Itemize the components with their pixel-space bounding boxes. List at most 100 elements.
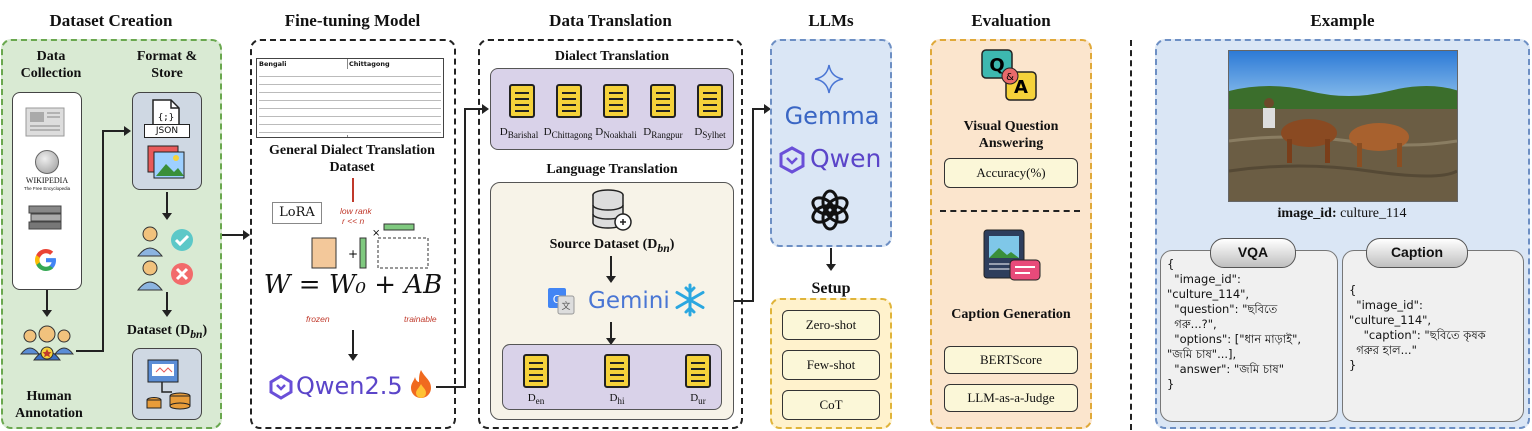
arrow-down xyxy=(166,292,168,312)
qwen-label: Qwen xyxy=(810,144,882,173)
json-label: JSON xyxy=(144,124,190,138)
svg-text:+: + xyxy=(348,247,358,261)
example-title: Example xyxy=(1310,11,1375,30)
caption-eval-title: Caption Generation xyxy=(951,307,1071,322)
arrow-down xyxy=(830,248,832,266)
language-label-ur: Dur xyxy=(690,392,706,407)
caption-image-icon xyxy=(980,226,1044,288)
general-dataset-title: General Dialect Translation Dataset xyxy=(269,143,435,175)
dialect-label-chittagong: DChittagong xyxy=(543,126,593,141)
matrix-diagram: + × xyxy=(308,218,442,274)
vqa-header: VQA xyxy=(1210,238,1296,268)
setup-few-shot: Few-shot xyxy=(782,350,880,380)
section-divider xyxy=(1130,40,1132,430)
newspaper-icon xyxy=(22,104,70,140)
low-rank-annotation: low rank xyxy=(340,206,372,216)
arrowhead xyxy=(764,104,771,114)
image-id-line: image_id: culture_114 xyxy=(1228,206,1456,222)
dialect-doc-icon xyxy=(553,84,582,123)
wikipedia-logo-text: WIKIPEDIA xyxy=(25,176,69,185)
connector-line xyxy=(436,386,466,388)
connector-line xyxy=(752,108,764,110)
frozen-annotation: frozen xyxy=(306,314,330,324)
wikipedia-tagline: The Free Encyclopedia xyxy=(23,186,71,191)
language-doc-icon xyxy=(682,354,711,393)
caption-header: Caption xyxy=(1366,238,1468,268)
svg-text:×: × xyxy=(372,228,380,239)
arrowhead xyxy=(162,310,172,317)
format-store-label: Format & Store xyxy=(136,49,198,81)
image-id-key: image_id: xyxy=(1277,206,1337,221)
snowflake-icon xyxy=(672,282,708,318)
table-rows xyxy=(259,69,441,135)
reviewer-reject-icon xyxy=(134,258,202,292)
svg-text:&: & xyxy=(1006,72,1014,83)
dialect-translation-title: Dialect Translation xyxy=(554,49,670,64)
llm-judge-metric: LLM-as-a-Judge xyxy=(944,384,1078,412)
language-doc-icon xyxy=(601,354,630,393)
caption-json-box: { "image_id": "culture_114", "caption": … xyxy=(1342,250,1524,422)
reviewer-approve-icon xyxy=(134,224,202,258)
data-collection-label: Data Collection xyxy=(20,49,82,81)
table-header-chittagong: Chittagong xyxy=(349,60,390,68)
books-icon xyxy=(27,204,65,232)
arrowhead xyxy=(162,213,172,220)
language-translation-title: Language Translation xyxy=(546,162,678,177)
database-transfer-icon xyxy=(142,356,194,412)
wikipedia-globe-icon xyxy=(35,150,59,174)
arrow-down xyxy=(610,256,612,278)
qwen-llm-icon xyxy=(778,146,806,174)
vqa-accuracy-metric: Accuracy(%) xyxy=(944,158,1078,188)
dialect-doc-icon xyxy=(506,84,535,123)
llms-title: LLMs xyxy=(808,11,854,30)
fire-icon xyxy=(410,368,432,400)
dataset-creation-title: Dataset Creation xyxy=(49,11,173,30)
vqa-eval-title: Visual Question Answering xyxy=(963,119,1059,151)
translation-title: Data Translation xyxy=(549,11,672,30)
trainable-annotation: trainable xyxy=(404,314,437,324)
eval-divider xyxy=(940,210,1080,212)
source-dataset-label: Source Dataset (Dbn) xyxy=(549,237,675,255)
arrow-down xyxy=(352,330,354,356)
gemma-star-icon xyxy=(814,64,844,94)
connector-line xyxy=(464,108,466,388)
language-doc-icon xyxy=(520,354,549,393)
svg-text:文: 文 xyxy=(561,300,570,312)
setup-cot: CoT xyxy=(782,390,880,420)
dialect-doc-icon xyxy=(647,84,676,123)
dialect-doc-icon xyxy=(600,84,629,123)
dataset-box xyxy=(132,348,202,420)
arrow-down xyxy=(166,192,168,214)
connector-line xyxy=(734,300,754,302)
connector-line xyxy=(76,350,104,352)
arrow-down xyxy=(610,322,612,340)
connector-line xyxy=(102,130,124,132)
finetuning-title: Fine-tuning Model xyxy=(284,11,421,30)
connector-line xyxy=(102,130,104,352)
connector-line xyxy=(464,108,482,110)
translation-panel xyxy=(478,39,743,429)
openai-icon xyxy=(808,188,852,232)
setup-zero-shot: Zero-shot xyxy=(782,310,880,340)
google-icon xyxy=(32,246,60,274)
image-file-icon xyxy=(146,144,188,184)
svg-text:Q: Q xyxy=(989,55,1004,76)
dialect-label-noakhali: DNoakhali xyxy=(595,126,637,141)
example-photo xyxy=(1228,50,1458,202)
arrowhead xyxy=(42,310,52,317)
table-header-bengali: Bengali xyxy=(259,60,287,68)
image-id-value: culture_114 xyxy=(1340,206,1407,221)
vqa-json-box: { "image_id": "culture_114", "question":… xyxy=(1160,250,1338,422)
weight-formula: W = W₀ + AB xyxy=(263,270,443,300)
qwen-logo-icon xyxy=(268,374,294,400)
language-label-hi: Dhi xyxy=(609,392,625,407)
dialect-label-rangpur: DRangpur xyxy=(643,126,683,141)
arrow-to-finetuning xyxy=(222,234,244,236)
arrowhead xyxy=(606,276,616,283)
arrowhead xyxy=(124,126,131,136)
arrowhead xyxy=(606,338,616,345)
gemini-label: Gemini xyxy=(588,288,670,314)
qwen25-label: Qwen2.5 xyxy=(296,372,403,400)
